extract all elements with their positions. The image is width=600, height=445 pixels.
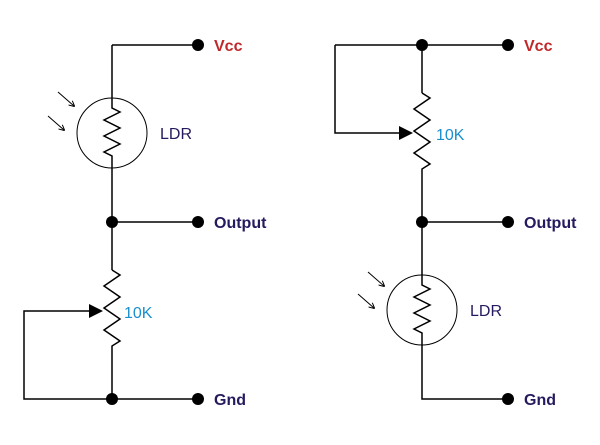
left-pot-resistor-icon xyxy=(102,269,122,352)
left-vcc-node xyxy=(192,39,204,51)
left-mid-wire xyxy=(111,168,198,270)
left-ldr-resistor-icon xyxy=(102,98,122,168)
right-vcc-node xyxy=(502,39,514,51)
left-gnd-node xyxy=(192,393,204,405)
right-gnd-label: Gnd xyxy=(524,392,556,409)
right-light-arrows-icon xyxy=(357,271,384,308)
left-circuit: Vcc LDR Output 10K Gnd xyxy=(23,38,267,409)
right-ldr-label: LDR xyxy=(470,303,502,320)
right-vcc-junction-node xyxy=(416,39,428,51)
left-output-node xyxy=(192,216,204,228)
right-circuit: Vcc 10K Output LDR Gnd xyxy=(334,38,577,409)
right-pot-label: 10K xyxy=(436,127,465,144)
left-vcc-wire xyxy=(111,44,198,98)
left-gnd-junction-node xyxy=(106,393,118,405)
right-potentiometer: 10K xyxy=(334,45,465,176)
left-light-arrows-icon xyxy=(47,91,74,130)
right-pot-resistor-icon xyxy=(412,92,432,176)
right-gnd-node xyxy=(502,393,514,405)
right-ldr-resistor-icon xyxy=(412,275,432,345)
left-wiper-wire xyxy=(23,310,112,400)
left-ldr-label: LDR xyxy=(160,126,192,143)
left-gnd-label: Gnd xyxy=(214,392,246,409)
left-ldr: LDR xyxy=(47,91,192,169)
right-vcc-wire xyxy=(335,44,508,93)
right-ldr: LDR xyxy=(357,271,502,346)
right-wiper-arrow-icon xyxy=(399,126,413,140)
left-potentiometer: 10K xyxy=(23,269,153,400)
left-output-label: Output xyxy=(214,215,267,232)
left-gnd-wire xyxy=(111,352,198,400)
right-vcc-label: Vcc xyxy=(524,38,553,55)
left-wiper-arrow-icon xyxy=(89,304,103,318)
left-junction-node xyxy=(106,216,118,228)
right-gnd-wire xyxy=(421,345,508,400)
left-vcc-label: Vcc xyxy=(214,38,243,55)
right-output-node xyxy=(502,216,514,228)
left-pot-label: 10K xyxy=(124,305,153,322)
right-junction-node xyxy=(416,216,428,228)
right-wiper-wire xyxy=(334,45,402,134)
right-mid-wire xyxy=(421,176,508,275)
right-output-label: Output xyxy=(524,215,577,232)
